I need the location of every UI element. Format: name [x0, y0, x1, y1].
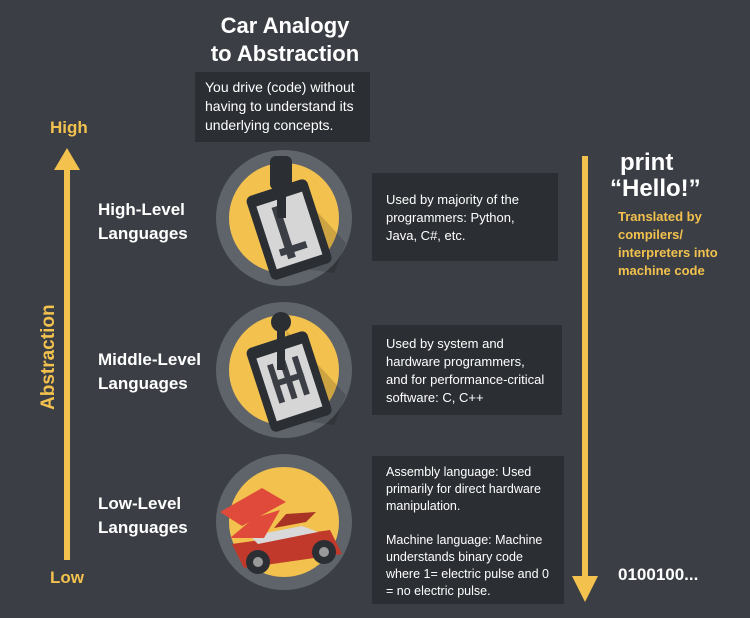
- translated-note: Translated by compilers/ interpreters in…: [618, 209, 718, 278]
- low-level-description: Assembly language: Used primarily for di…: [372, 456, 564, 604]
- machine-language-text: Machine language: Machine understands bi…: [386, 533, 549, 598]
- assembly-language-text: Assembly language: Used primarily for di…: [386, 465, 541, 513]
- arrow-head-up: [54, 148, 80, 170]
- low-level-line-2: Languages: [98, 518, 188, 537]
- code-line-2: “Hello!”: [610, 175, 701, 202]
- arrow-shaft: [582, 156, 588, 578]
- low-label: Low: [50, 568, 84, 587]
- abstraction-arrow: [54, 148, 80, 560]
- low-level-line-1: Low-Level: [98, 494, 182, 513]
- low-level-label: Low-Level Languages: [98, 492, 208, 540]
- middle-level-label: Middle-Level Languages: [98, 348, 208, 396]
- high-level-description: Used by majority of the programmers: Pyt…: [372, 173, 558, 261]
- intro-box: You drive (code) without having to under…: [195, 72, 370, 142]
- abstraction-label: Abstraction: [38, 304, 59, 410]
- translation-arrow: [572, 156, 598, 602]
- manual-gear-shifter-icon: [216, 302, 352, 438]
- code-example: print “Hello!”: [610, 150, 701, 202]
- high-level-line-2: Languages: [98, 224, 188, 243]
- middle-level-line-2: Languages: [98, 374, 188, 393]
- high-label: High: [50, 118, 88, 137]
- diagram-title: Car Analogy to Abstraction: [195, 12, 375, 68]
- high-level-line-1: High-Level: [98, 200, 185, 219]
- automatic-gear-shifter-icon: [216, 150, 352, 286]
- arrow-head-down: [572, 576, 598, 602]
- car-open-hood-icon: [216, 454, 352, 590]
- code-line-1: print: [620, 149, 674, 176]
- middle-level-line-1: Middle-Level: [98, 350, 201, 369]
- title-line-1: Car Analogy: [220, 13, 350, 38]
- title-line-2: to Abstraction: [210, 41, 360, 66]
- paragraph-gap: [386, 515, 554, 532]
- middle-level-description: Used by system and hardware programmers,…: [372, 325, 562, 415]
- high-level-label: High-Level Languages: [98, 198, 208, 246]
- arrow-shaft: [64, 168, 70, 560]
- binary-output: 0100100...: [618, 565, 699, 584]
